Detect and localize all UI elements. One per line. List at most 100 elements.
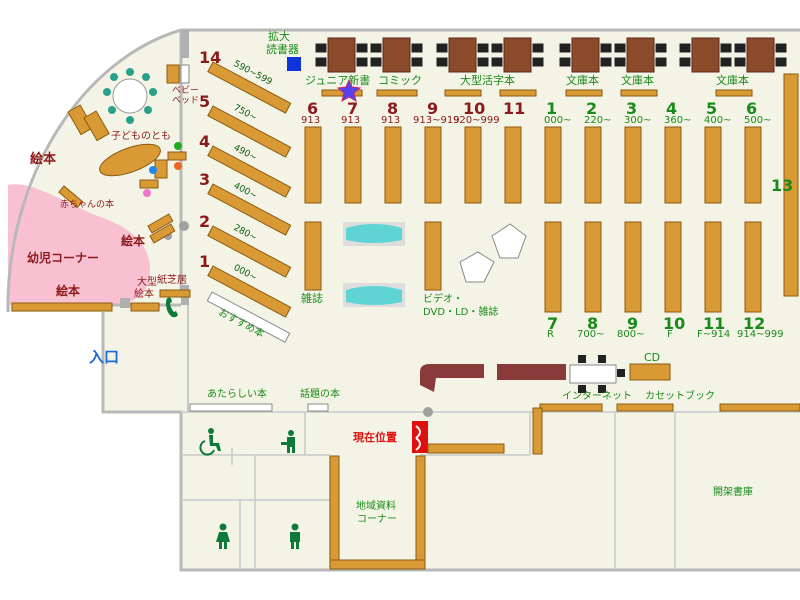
service-counter	[420, 364, 566, 392]
large-picture-books-label: 大型	[137, 277, 157, 288]
shelf-number: 9	[627, 314, 639, 333]
womens-toilet-icon	[216, 523, 230, 549]
childrens-oval-table	[99, 143, 161, 177]
bookshelf	[344, 126, 362, 204]
shelf-number: 6	[307, 99, 319, 118]
chair	[370, 43, 382, 53]
shelf-number: 11	[703, 314, 726, 333]
chair	[477, 57, 489, 67]
mens-toilet-icon	[290, 523, 300, 549]
wall-shelf	[444, 89, 482, 97]
chair	[600, 43, 612, 53]
shelf-number: 4	[199, 132, 211, 151]
large-print-reader-icon	[287, 57, 301, 71]
chair	[679, 57, 691, 67]
desk-top	[626, 37, 655, 73]
desk-top	[503, 37, 532, 73]
rotating-stands	[459, 223, 527, 283]
video-shelf	[424, 221, 442, 291]
shelf-number: 5	[199, 92, 211, 111]
wall-shelf	[719, 403, 800, 412]
shelf-number: 8	[587, 314, 599, 333]
shelf-number: 7	[347, 99, 359, 118]
chair	[532, 43, 544, 53]
chair	[720, 43, 732, 53]
chair	[491, 43, 503, 53]
kamishibai-shelf	[159, 289, 191, 298]
diagonal-shelf	[207, 61, 292, 114]
shelf-number: 2	[199, 212, 211, 231]
phone-icon	[166, 297, 178, 318]
internet-shelf	[539, 403, 603, 412]
chair	[720, 57, 732, 67]
shelf-number: 6	[746, 99, 758, 118]
chair	[614, 43, 626, 53]
chair	[491, 57, 503, 67]
shelf-number: 5	[706, 99, 718, 118]
bookshelf	[704, 221, 722, 313]
chair	[436, 57, 448, 67]
chair	[411, 43, 423, 53]
baby-bed-label: ベビー	[172, 86, 200, 96]
shelf-number: 11	[503, 99, 526, 118]
wall-pillar	[120, 298, 130, 308]
shelf-code: 800~	[617, 329, 645, 340]
bookshelf	[504, 126, 522, 204]
bookshelf	[624, 221, 642, 313]
kamishibai-label: 紙芝居	[157, 275, 187, 286]
shelf-code: R	[547, 329, 554, 340]
shelf-code: 913	[381, 115, 401, 126]
reading-desk	[614, 37, 667, 73]
chair	[477, 43, 489, 53]
picture-book-shelf	[147, 213, 174, 234]
shelf-code: 300~	[624, 115, 652, 126]
bookshelf	[544, 126, 562, 204]
wall-shelf	[11, 302, 113, 312]
wall-shelf	[620, 89, 658, 97]
bookshelf	[544, 221, 562, 313]
shelf-code: 920~999	[453, 115, 500, 126]
shelf-code: 000~	[544, 115, 572, 126]
reading-desk	[559, 37, 612, 73]
shelf-code: 913~919	[413, 115, 460, 126]
local-materials-label: 地域資料	[356, 501, 396, 512]
shelf-number: 1	[546, 99, 558, 118]
topical-books-shelf	[307, 403, 329, 412]
desk-top	[571, 37, 600, 73]
bookshelf	[744, 221, 762, 313]
shelf-code: F	[667, 329, 673, 340]
shelf-number: 7	[547, 314, 559, 333]
wall-shelf	[715, 89, 753, 97]
internet-label: インターネット	[562, 391, 632, 402]
local-materials-shelf	[329, 455, 340, 569]
bookshelf	[624, 126, 642, 204]
shelf-number: 9	[427, 99, 439, 118]
chair	[775, 57, 787, 67]
bookshelf	[664, 221, 682, 313]
pillar-dot	[423, 407, 433, 417]
kids-shelf	[139, 179, 159, 189]
chair	[315, 57, 327, 67]
chair	[356, 57, 368, 67]
reading-desk	[734, 37, 787, 73]
chair	[734, 57, 746, 67]
diagonal-shelf	[207, 265, 292, 318]
chair	[315, 43, 327, 53]
bookshelf	[384, 126, 402, 204]
chair	[532, 57, 544, 67]
shelf-code: F~914	[697, 329, 731, 340]
kids-stools	[143, 142, 182, 197]
new-books-label: あたらしい本	[207, 389, 267, 400]
cassette-books-label: カセットブック	[645, 391, 715, 402]
wall-shelf	[532, 407, 543, 455]
chair	[655, 57, 667, 67]
junior-new-books-label: ジュニア新書	[305, 74, 371, 87]
shelf-code: 913	[301, 115, 321, 126]
babys-book-shelf	[58, 185, 84, 209]
shelf-code: 913	[341, 115, 361, 126]
bookshelf	[584, 221, 602, 313]
bookshelves	[11, 61, 800, 570]
picture-book-shelf	[149, 223, 176, 244]
babys-books-label: 赤ちゃんの本	[60, 200, 115, 210]
desk-top	[327, 37, 356, 73]
